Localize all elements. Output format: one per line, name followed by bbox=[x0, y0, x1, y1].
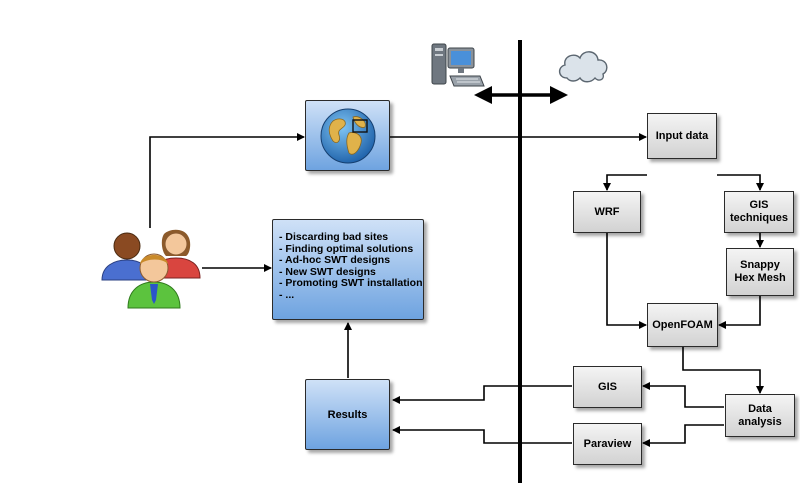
arrow-input-to-wrf bbox=[603, 174, 647, 191]
users-group-icon bbox=[100, 228, 204, 310]
arrow-snappy-to-openfoam bbox=[718, 296, 761, 329]
cloud-icon bbox=[555, 44, 611, 84]
desktop-computer-icon bbox=[430, 40, 486, 92]
paraview-box: Paraview bbox=[573, 423, 642, 465]
arrow-data-analysis-to-gis bbox=[642, 382, 724, 408]
paraview-label: Paraview bbox=[583, 437, 632, 450]
applications-box: Discarding bad sites Finding optimal sol… bbox=[272, 219, 424, 320]
input-data-box: Input data bbox=[647, 113, 717, 159]
globe-box bbox=[305, 100, 390, 171]
gis-box: GIS bbox=[573, 366, 642, 408]
arrow-users-to-globe bbox=[149, 133, 305, 228]
data-analysis-label-line1: Data bbox=[748, 402, 772, 415]
applications-list-item: Promoting SWT installation bbox=[279, 278, 423, 290]
gis-techniques-label-line1: GIS bbox=[749, 199, 769, 212]
arrow-openfoam-to-data-analysis bbox=[682, 347, 764, 394]
arrow-input-to-gis-techniques bbox=[717, 174, 764, 191]
wrf-label: WRF bbox=[594, 205, 620, 218]
gis-label: GIS bbox=[598, 380, 617, 393]
applications-list-item: ... bbox=[279, 289, 423, 302]
applications-list-item: New SWT designs bbox=[279, 266, 423, 279]
applications-list-item: Discarding bad sites bbox=[279, 231, 423, 244]
arrow-gis-to-results bbox=[392, 385, 572, 404]
input-data-label: Input data bbox=[655, 129, 709, 142]
snappy-label-line2: Hex Mesh bbox=[734, 272, 786, 284]
local-cloud-double-arrow bbox=[474, 86, 568, 104]
applications-list-item: Ad-hoc SWT designs bbox=[279, 255, 423, 267]
arrow-wrf-to-openfoam bbox=[606, 233, 647, 329]
globe-map-icon bbox=[319, 107, 377, 165]
snappy-hex-mesh-box: Snappy Hex Mesh bbox=[726, 248, 794, 296]
wrf-box: WRF bbox=[573, 191, 641, 233]
data-analysis-box: Data analysis bbox=[725, 394, 795, 437]
results-box: Results bbox=[305, 379, 390, 450]
openfoam-label: OpenFOAM bbox=[652, 318, 713, 331]
snappy-label-line1: Snappy bbox=[740, 259, 780, 272]
arrow-paraview-to-results bbox=[392, 426, 572, 444]
applications-list: Discarding bad sites Finding optimal sol… bbox=[279, 231, 423, 302]
applications-list-item: Finding optimal solutions bbox=[279, 243, 423, 256]
openfoam-box: OpenFOAM bbox=[647, 303, 718, 347]
data-analysis-label-line2: analysis bbox=[738, 415, 782, 428]
results-label: Results bbox=[327, 408, 368, 421]
arrow-data-analysis-to-paraview bbox=[642, 424, 724, 447]
gis-techniques-label-line2: techniques bbox=[729, 212, 789, 224]
gis-techniques-box: GIS techniques bbox=[724, 191, 794, 233]
